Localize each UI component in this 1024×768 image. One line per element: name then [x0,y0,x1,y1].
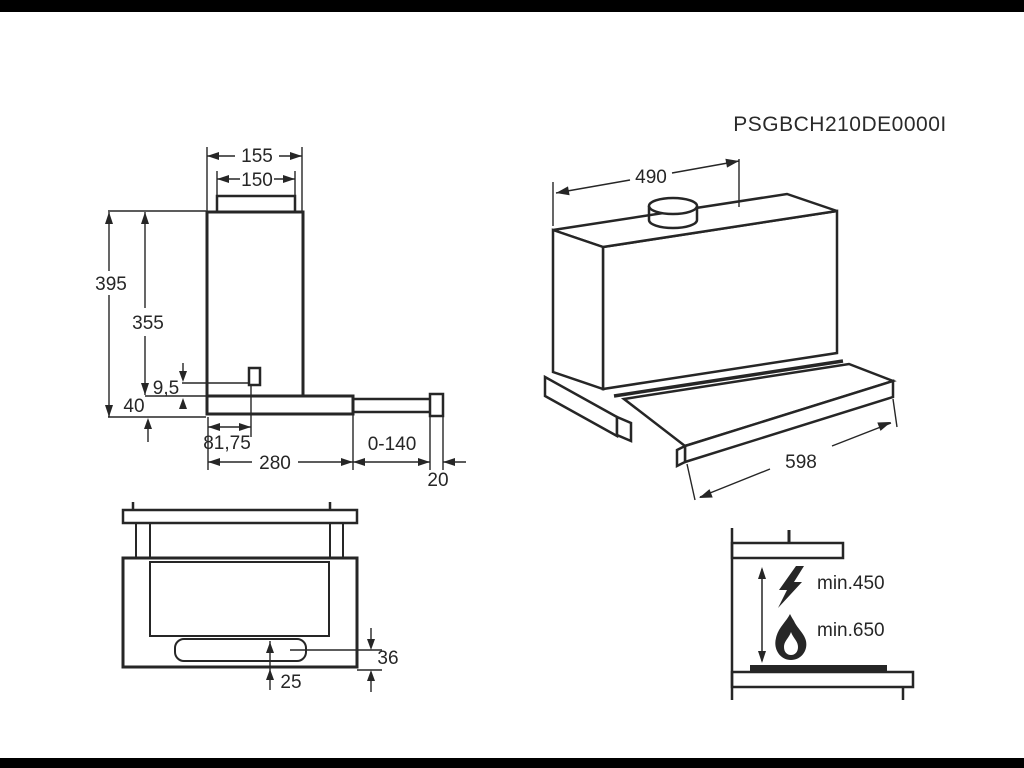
dim-598-lines [686,398,898,501]
hood-body-outline [205,394,355,416]
hood-slab-outline [730,541,845,560]
letterbox-bar-bottom [0,758,1024,768]
dim-label-81-75: 81,75 [203,433,251,454]
duct-collar-outline [215,194,297,212]
handle-strip-outline [174,638,307,662]
duct-collar-rim [647,196,699,216]
side-profile-view: 155 150 395 355 9,5 40 81,75 280 0-140 2… [95,146,466,491]
dim-label-0-140: 0-140 [368,434,417,455]
flame-icon-inner [784,632,798,655]
dim-label-355: 355 [132,313,164,334]
mounting-slot-outline [247,366,262,387]
gas-clearance-label: min.650 [817,620,885,641]
electric-clearance-label: min.450 [817,573,885,594]
dim-label-9-5: 9,5 [153,378,179,399]
body-left-face [551,228,605,391]
dim-label-280: 280 [259,453,291,474]
front-view: 36 25 [121,502,399,693]
dim-label-36: 36 [377,648,398,669]
front-view-dimension-lines [269,628,382,692]
hanging-rails [135,523,344,558]
front-body-outline [121,556,359,669]
lightning-icon [778,566,804,608]
perspective-view: PSGBCH210DE0000I 490 598 [543,113,946,501]
ceiling-plate-outline [121,502,359,525]
visor-left-cap [675,443,687,469]
base-plate-end-cap [615,415,633,443]
dim-label-395: 395 [95,274,127,295]
dim-490-lines [552,159,740,226]
visor-gap-line [613,359,844,398]
letterbox-bar-top [0,0,1024,12]
telescopic-slab-outline [353,397,430,414]
filter-panel-outline [149,561,330,637]
cooktop-surface [750,665,887,672]
dim-label-25: 25 [280,672,301,693]
side-view-arrowheads [105,152,455,466]
dim-label-20: 20 [427,470,448,491]
dim-label-155: 155 [241,146,273,167]
dim-label-150: 150 [241,170,273,191]
dim-label-490: 490 [635,167,667,188]
front-panel-outline [428,392,445,418]
counter-outline [730,670,915,700]
dim-label-40: 40 [123,396,144,417]
model-number-label: PSGBCH210DE0000I [733,113,946,136]
clearance-view: min.450 min.650 [730,528,915,700]
dim-label-598: 598 [785,452,817,473]
